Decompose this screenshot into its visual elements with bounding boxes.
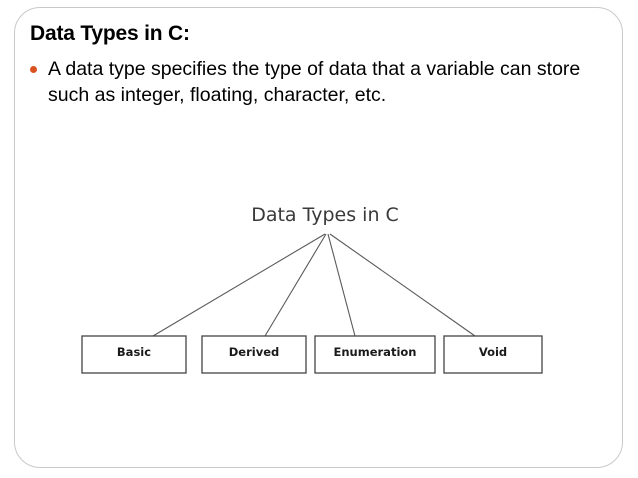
connector-line-derived [264, 233, 327, 337]
node-box-basic [81, 335, 187, 374]
diagram-node-enumeration: Enumeration [314, 335, 436, 374]
node-label-basic: Basic [117, 345, 151, 359]
data-types-diagram: Data Types in C Basic Derived Enum [60, 185, 580, 390]
bullet-dot-icon [30, 66, 37, 73]
node-label-derived: Derived [229, 345, 280, 359]
bullet-list-item: A data type specifies the type of data t… [30, 56, 610, 108]
node-box-void [443, 335, 543, 374]
node-label-enumeration: Enumeration [334, 345, 417, 359]
node-label-void: Void [479, 345, 507, 359]
connector-line-void [329, 233, 476, 337]
node-box-derived [201, 335, 307, 374]
bullet-item-label: A data type specifies the type of data t… [48, 58, 581, 106]
node-box-enumeration [314, 335, 436, 374]
connector-line-basic [152, 233, 326, 337]
diagram-node-derived: Derived [201, 335, 307, 374]
connector-line-enumeration [327, 233, 356, 337]
diagram-node-basic: Basic [81, 335, 187, 374]
page-title: Data Types in C: [30, 22, 190, 45]
diagram-node-void: Void [443, 335, 543, 374]
diagram-root-label: Data Types in C [251, 204, 399, 226]
